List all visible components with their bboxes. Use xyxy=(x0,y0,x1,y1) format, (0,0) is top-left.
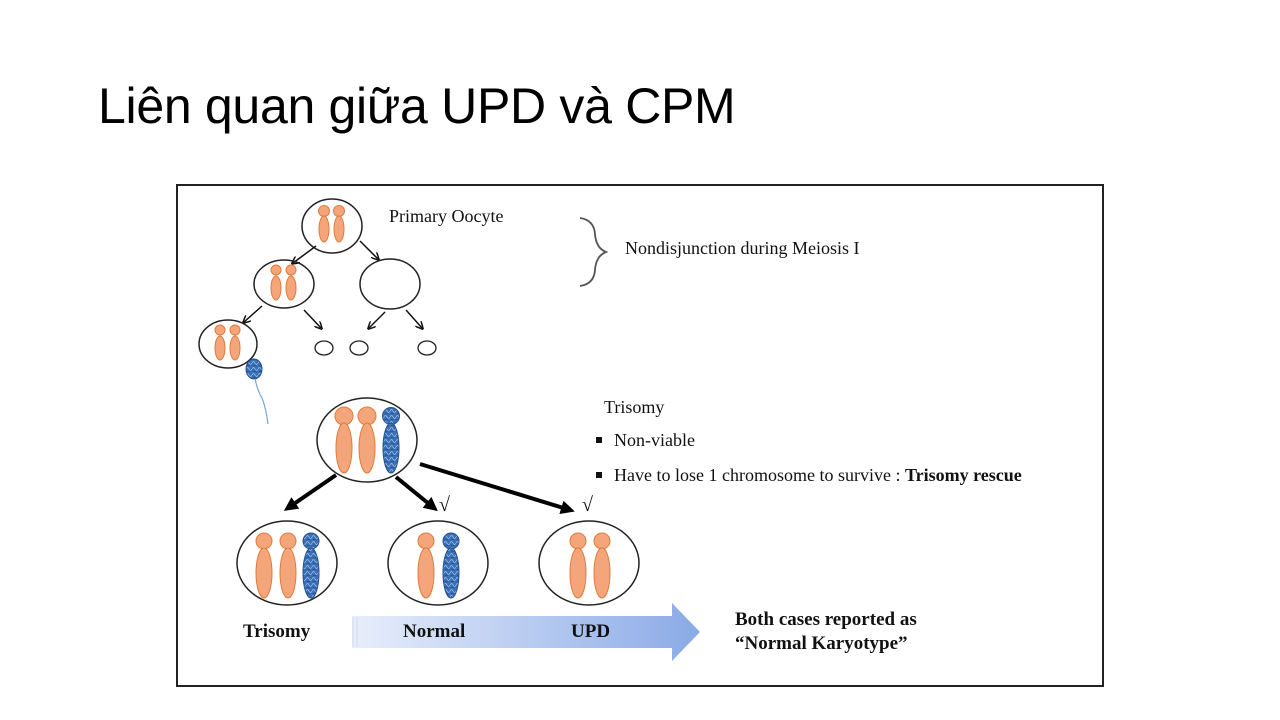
label-upd: UPD xyxy=(571,621,611,642)
egg-cell xyxy=(198,319,258,369)
maternal-chromosome xyxy=(214,324,226,361)
maternal-chromosome xyxy=(333,205,345,243)
conclusion-line-1: Both cases reported as xyxy=(735,609,917,630)
secondary-oocyte-cell xyxy=(253,259,315,309)
arrow-icon xyxy=(244,305,263,322)
polar-body xyxy=(349,340,369,356)
maternal-chromosome xyxy=(318,205,330,243)
conclusion-text: Both cases reported as “Normal Karyotype… xyxy=(735,608,917,656)
outcome-upd-cell xyxy=(538,520,640,606)
arrow-icon xyxy=(369,311,386,328)
arrow-icon xyxy=(303,309,321,328)
bullet-icon xyxy=(596,471,602,478)
polar-body xyxy=(417,340,437,356)
check-upd-icon: √ xyxy=(582,494,593,516)
maternal-chromosome xyxy=(334,406,354,474)
trisomy-rescue-term: Trisomy rescue xyxy=(904,465,1022,485)
label-trisomy: Trisomy xyxy=(243,621,311,642)
maternal-chromosome xyxy=(357,406,377,474)
sperm-icon xyxy=(245,358,269,425)
primary-oocyte-label: Primary Oocyte xyxy=(389,206,504,226)
arrow-to-normal-icon xyxy=(394,475,438,512)
bullet-trisomy-rescue: Have to lose 1 chromosome to survive : T… xyxy=(596,465,1022,486)
primary-oocyte-cell xyxy=(301,198,363,254)
outcome-normal-cell xyxy=(387,520,489,606)
normal-karyotype-arrow xyxy=(352,603,700,661)
arrow-to-upd-icon xyxy=(419,462,575,515)
arrow-icon xyxy=(293,245,317,263)
nondisjunction-label: Nondisjunction during Meiosis I xyxy=(625,238,860,258)
bullet-icon xyxy=(596,436,602,443)
maternal-chromosome xyxy=(270,264,282,301)
brace-icon xyxy=(579,217,609,287)
arrow-to-trisomy-icon xyxy=(283,473,338,511)
arrow-icon xyxy=(405,309,422,328)
trisomy-heading: Trisomy xyxy=(604,397,665,417)
outcome-trisomy-cell xyxy=(236,520,338,606)
bullet-non-viable: Non-viable xyxy=(596,430,695,451)
label-normal: Normal xyxy=(403,621,466,642)
arrow-icon xyxy=(359,240,378,259)
paternal-chromosome xyxy=(382,407,400,474)
slide-title: Liên quan giữa UPD và CPM xyxy=(98,78,736,134)
empty-cell xyxy=(359,258,421,310)
conclusion-line-2: “Normal Karyotype” xyxy=(735,633,908,654)
figure-frame xyxy=(176,184,1104,687)
polar-body xyxy=(314,340,334,356)
check-normal-icon: √ xyxy=(439,494,450,516)
maternal-chromosome xyxy=(229,324,241,361)
trisomic-zygote xyxy=(316,397,418,483)
maternal-chromosome xyxy=(285,264,297,301)
